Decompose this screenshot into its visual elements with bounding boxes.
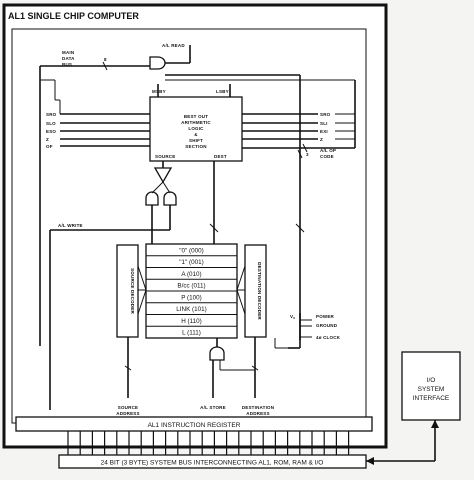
right-signal-sro: SRO xyxy=(320,112,331,117)
register-6: H (110) xyxy=(181,318,202,325)
power-section xyxy=(274,313,312,349)
write-label: A/L WRITE xyxy=(58,223,83,228)
lsby-label: LSBY xyxy=(216,89,229,94)
msby-label: MSBY xyxy=(152,89,166,94)
main-data-bus-label-3: BUS xyxy=(62,62,72,67)
bus-width-label: 8 xyxy=(104,57,107,62)
register-3: B/cc (011) xyxy=(177,283,205,290)
clock-label: 4ø CLOCK xyxy=(316,335,341,340)
instruction-register xyxy=(15,416,373,432)
op-code-label-1: A/L OP xyxy=(320,148,336,153)
decoder-fan-lines xyxy=(137,265,246,315)
alu-section-line-3: LOGIC xyxy=(188,126,204,131)
register-rows: "0" (000) "1" (001) A (010) B/cc (011) P (10… xyxy=(146,247,237,337)
alu-dest-label: DEST xyxy=(214,154,227,159)
register-4: P (100) xyxy=(181,294,202,301)
register-5: LINK (101) xyxy=(176,306,206,313)
register-7: L (111) xyxy=(182,330,201,337)
main-data-bus-label-1: MAIN xyxy=(62,50,74,55)
alu-section-line-4: & xyxy=(194,132,198,137)
system-bus-label: 24 BIT (3 BYTE) SYSTEM BUS INTERCONNECTI… xyxy=(101,460,324,467)
source-address-label-2: ADDRESS xyxy=(116,411,139,416)
store-and-gate xyxy=(209,338,255,398)
left-status-signals xyxy=(40,79,150,147)
chip-title: AL1 SINGLE CHIP COMPUTER xyxy=(8,11,139,21)
op-code-label-2: CODE xyxy=(320,154,334,159)
source-address-label-1: SOURCE xyxy=(118,405,138,410)
instruction-register-label: AL1 INSTRUCTION REGISTER xyxy=(148,422,241,429)
left-signal-sro: SRO xyxy=(46,112,57,117)
destination-address-label-2: ADDRESS xyxy=(246,411,269,416)
read-and-gate xyxy=(149,45,191,70)
left-signal-eso: ESO xyxy=(46,129,56,134)
right-signal-exi: EXI xyxy=(320,129,328,134)
alu-section-line-2: ARITHMETIC xyxy=(181,120,211,125)
register-0: "0" (000) xyxy=(179,247,203,254)
io-label-1: I/O xyxy=(427,377,436,384)
power-label: POWER xyxy=(316,314,335,319)
right-signal-sli: SLI xyxy=(320,121,328,126)
register-1: "1" (001) xyxy=(179,259,203,266)
alu-block xyxy=(149,96,243,162)
chip-frame xyxy=(2,3,388,449)
alu-source-label: SOURCE xyxy=(155,154,175,159)
bus-pins xyxy=(67,431,350,455)
io-system-interface xyxy=(401,351,461,421)
io-label-2: SYSTEM xyxy=(418,386,445,393)
alu-section-line-6: SECTION xyxy=(185,144,206,149)
source-decoder-label: SOURCE DECODER xyxy=(130,268,135,314)
destination-address-label-1: DESTINATION xyxy=(242,405,274,410)
left-signal-z: Z xyxy=(46,137,49,142)
right-status-signals xyxy=(242,113,355,149)
register-2: A (010) xyxy=(181,271,201,278)
destination-decoder-label: DESTINATION DECODER xyxy=(257,262,262,320)
io-connection xyxy=(366,420,439,465)
right-signal-z: Z xyxy=(320,137,323,142)
ground-label: GROUND xyxy=(316,323,338,328)
vc-label: Vc xyxy=(290,314,295,320)
al-store-label: A/L STORE xyxy=(200,405,226,410)
read-label: A/L READ xyxy=(162,43,185,48)
io-label-3: INTERFACE xyxy=(413,395,450,402)
main-data-bus-label-2: DATA xyxy=(62,56,75,61)
alu-section-line-5: SHIFT xyxy=(189,138,203,143)
left-signal-of: OF xyxy=(46,144,53,149)
left-signal-slo: SLO xyxy=(46,121,56,126)
alu-section-line-1: BEST OUT xyxy=(184,114,208,119)
write-gate-network xyxy=(145,161,215,244)
op-code-width: 3 xyxy=(306,152,309,157)
